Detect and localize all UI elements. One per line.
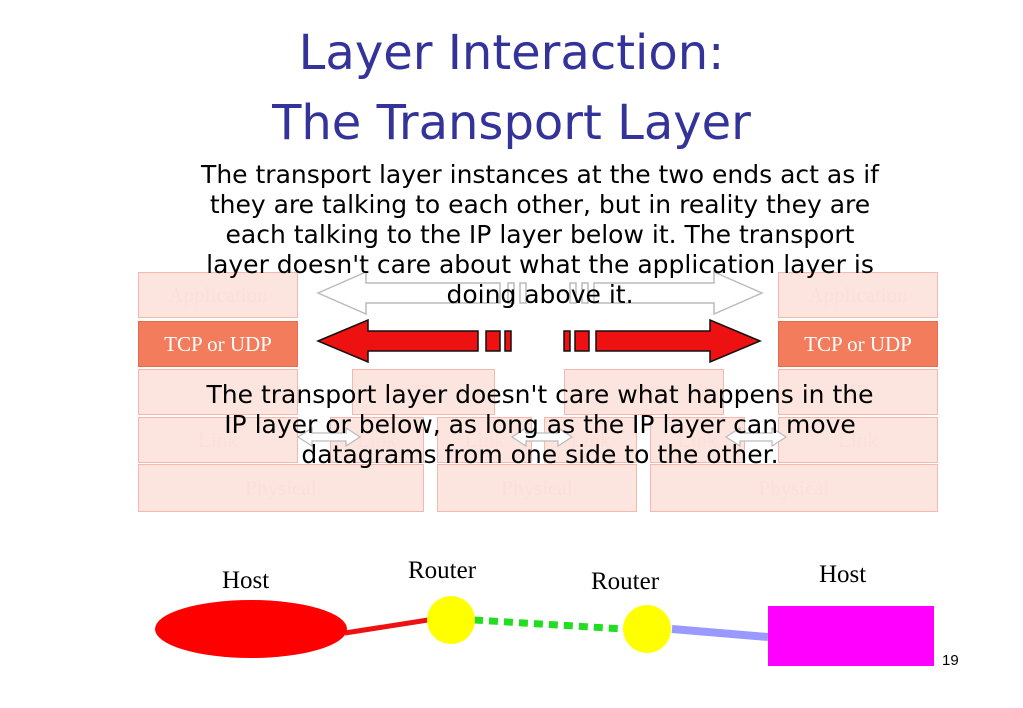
left-host-shape — [155, 600, 347, 658]
right-physical-box: Physical — [650, 464, 938, 512]
router-1-shape — [427, 596, 475, 644]
paragraph-line: The transport layer doesn't care what ha… — [206, 380, 874, 409]
router2-link-left-box: Link — [544, 417, 637, 463]
router-router-link — [473, 616, 625, 633]
host-router-link — [344, 617, 429, 636]
paragraph-line: each talking to the IP layer below it. T… — [225, 220, 855, 249]
title-line-2: The Transport Layer — [272, 95, 751, 151]
transport-red-arrow — [316, 318, 762, 364]
paragraph-ip-independence: The transport layer doesn't care what ha… — [110, 380, 970, 470]
right-ip-box: IP — [778, 369, 938, 415]
title-line-1: Layer Interaction: — [298, 25, 725, 81]
left-transport-box: TCP or UDP — [138, 321, 298, 367]
page-number: 19 — [942, 652, 959, 669]
left-ip-box: IP — [138, 369, 298, 415]
right-application-box: Application — [778, 272, 938, 318]
middle-physical-box: Physical — [437, 464, 637, 512]
right-host-shape — [768, 606, 934, 666]
link-hollow-arrows — [296, 426, 788, 448]
right-link-box: Link — [778, 417, 938, 463]
router-1-label: Router — [408, 557, 477, 584]
paragraph-line: layer doesn't care about what the applic… — [206, 250, 874, 279]
router-2-shape — [623, 605, 671, 653]
application-hollow-arrow — [316, 270, 764, 316]
router-2-label: Router — [591, 568, 660, 595]
left-application-box: Application — [138, 272, 298, 318]
router2-link-right-box: Link — [650, 417, 745, 463]
paragraph-line: they are talking to each other, but in r… — [209, 190, 871, 219]
paragraph-line: datagrams from one side to the other. — [301, 440, 779, 469]
paragraph-transport-view: The transport layer instances at the two… — [110, 160, 970, 310]
left-physical-box: Physical — [138, 464, 424, 512]
paragraph-line: The transport layer instances at the two… — [201, 160, 879, 189]
left-host-label: Host — [222, 567, 270, 594]
router1-ip-box: IP — [352, 369, 495, 415]
router2-ip-box: IP — [564, 369, 724, 415]
paragraph-line: doing above it. — [446, 280, 634, 309]
right-transport-box: TCP or UDP — [778, 321, 938, 367]
right-host-label: Host — [819, 561, 867, 588]
router-host-link — [671, 625, 769, 641]
paragraph-line: IP layer or below, as long as the IP lay… — [224, 410, 856, 439]
left-link-box: Link — [138, 417, 298, 463]
